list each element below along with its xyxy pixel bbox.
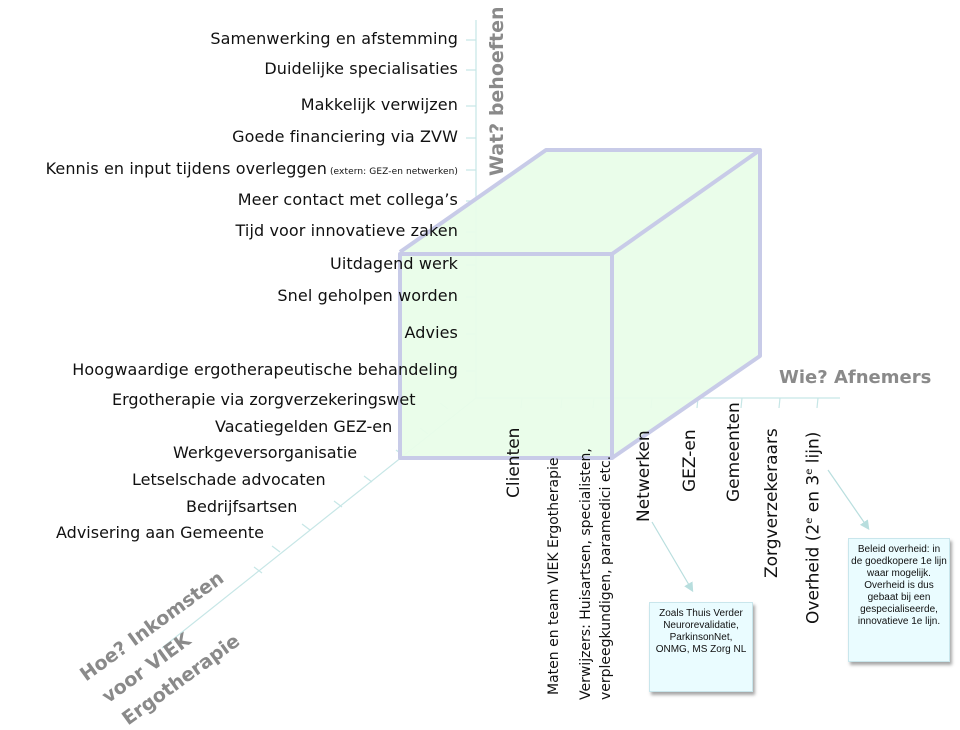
income-label: Letselschade advocaten	[132, 470, 326, 489]
networks-arrow	[651, 521, 694, 593]
need-label: Samenwerking en afstemming	[210, 29, 458, 48]
income-label: Ergotherapie via zorgverzekeringswet	[112, 390, 416, 409]
customer-label: Clienten	[504, 427, 524, 498]
how-axis-tick	[253, 566, 263, 574]
cube-top-right-edge	[610, 148, 762, 256]
income-label: Werkgeversorganisatie	[173, 443, 358, 462]
income-label: Vacatiegelden GEZ-en	[215, 417, 393, 436]
customer-label: GEZ-en	[680, 429, 700, 492]
government-arrow	[827, 469, 870, 530]
need-label: Makkelijk verwijzen	[300, 95, 458, 114]
who-axis-title: Wie? Afnemers	[779, 367, 932, 388]
need-label: Meer contact met collega’s	[237, 190, 458, 209]
cube-front-face	[398, 252, 614, 460]
need-label: Advies	[404, 323, 458, 342]
who-axis-tick	[740, 397, 743, 409]
how-axis-tick	[301, 523, 311, 531]
need-label: Duidelijke specialisaties	[264, 59, 458, 78]
need-label: Tijd voor innovatieve zaken	[235, 221, 458, 240]
customer-label: Netwerken	[634, 430, 654, 522]
need-label: Kennis en input tijdens overleggen (exte…	[45, 159, 458, 178]
government-note: Beleid overheid: in de goedkopere 1e lij…	[848, 538, 950, 662]
cube-body	[400, 150, 760, 458]
how-axis-tick	[363, 475, 373, 483]
customer-label: Maten en team VIEK Ergotherapie	[546, 457, 562, 695]
customer-label: Verwijzers: Huisartsen, specialisten,ver…	[578, 448, 614, 700]
who-axis-tick	[778, 397, 781, 409]
what-axis-title: Wat? behoeften	[486, 6, 508, 176]
need-label: Uitdagend werk	[330, 254, 458, 273]
how-axis-tick	[271, 545, 281, 553]
networks-note: Zoals Thuis Verder Neurorevalidatie, Par…	[649, 602, 753, 692]
need-label: Hoogwaardige ergotherapeutische behandel…	[72, 360, 458, 379]
need-label: Snel geholpen worden	[277, 286, 458, 305]
customer-label: Gemeenten	[724, 402, 744, 502]
income-label: Advisering aan Gemeente	[56, 523, 264, 542]
income-label: Bedrijfsartsen	[186, 497, 298, 516]
who-axis-tick	[816, 397, 819, 409]
customer-label: Zorgverzekeraars	[762, 428, 782, 578]
how-axis-tick	[333, 500, 343, 508]
need-label: Goede financiering via ZVW	[232, 127, 458, 146]
customer-label: Overheid (2e en 3e lijn)	[803, 431, 824, 624]
